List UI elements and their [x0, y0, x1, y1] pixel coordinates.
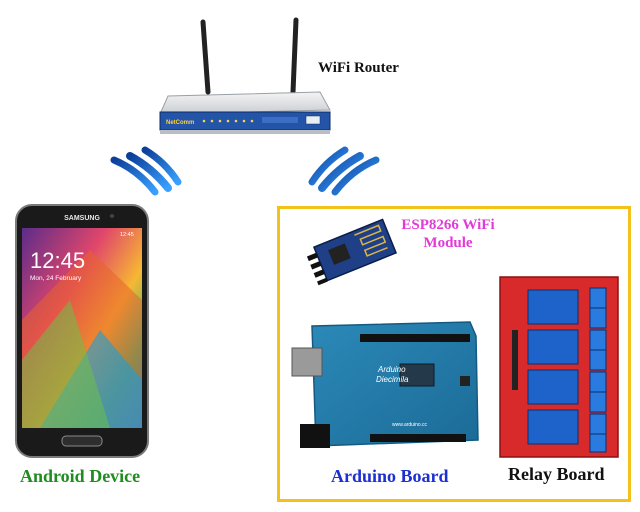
phone-clock: 12:45 — [30, 248, 85, 273]
arduino-usb-port — [291, 347, 323, 377]
router-base — [160, 130, 330, 134]
arduino-digital-header — [360, 334, 470, 342]
relay-input-pins — [512, 330, 518, 390]
phone-home-button — [61, 435, 103, 447]
router-leds — [202, 119, 254, 123]
wave-left-2 — [110, 156, 159, 196]
wifi-waves-right — [308, 146, 380, 196]
router-brand: NetComm — [166, 120, 194, 126]
arduino-label: Arduino Board — [331, 466, 449, 486]
arduino-chip — [399, 363, 435, 387]
relay-unit-4 — [527, 409, 579, 445]
esp-label: ESP8266 WiFi Module — [390, 216, 506, 252]
relay-unit-3 — [527, 369, 579, 405]
arduino-power-jack — [300, 424, 330, 448]
relay-units — [527, 289, 579, 445]
esp8266-module — [306, 218, 398, 286]
wave-right-3 — [331, 156, 380, 196]
arduino-board-text1: Arduino — [377, 365, 406, 374]
router-antenna-right — [290, 17, 299, 95]
esp-antenna-trace — [354, 224, 388, 257]
wave-right-1 — [308, 146, 349, 186]
relay-board — [499, 276, 619, 458]
relay-label: Relay Board — [508, 464, 605, 484]
wifi-router: NetComm — [159, 17, 331, 134]
wave-left-3 — [141, 146, 182, 186]
esp-label-line2: Module — [423, 235, 473, 251]
router-label: WiFi Router — [318, 60, 399, 76]
arduino-board-text2: Diecimila — [376, 375, 409, 384]
relay-unit-2 — [527, 329, 579, 365]
wifi-waves-left — [110, 146, 182, 196]
router-port — [305, 115, 321, 125]
router-antenna-left — [200, 19, 211, 95]
esp-header-pins — [306, 252, 328, 286]
phone-date: Mon, 24 February — [30, 275, 82, 282]
arduino-analog-header — [370, 434, 466, 442]
arduino-reset-button — [460, 376, 470, 386]
phone-camera-icon — [110, 214, 114, 218]
android-phone: SAMSUNG 12:45 Mon, 24 February 12:45 — [15, 204, 149, 458]
phone-status-time: 12:45 — [120, 232, 134, 238]
relay-terminals — [589, 287, 607, 453]
system-group-box — [277, 206, 631, 502]
esp-pcb — [312, 218, 398, 282]
arduino-board-url: www.arduino.cc — [392, 422, 428, 428]
router-model-strip — [262, 117, 298, 123]
phone-brand: SAMSUNG — [64, 215, 100, 222]
esp-label-line1: ESP8266 WiFi — [401, 217, 495, 233]
android-label: Android Device — [20, 466, 141, 486]
router-top — [159, 91, 331, 115]
arduino-board: Arduino Diecimila www.arduino.cc — [291, 321, 479, 448]
esp-chip — [328, 243, 351, 265]
wave-right-2 — [318, 152, 364, 192]
relay-unit-1 — [527, 289, 579, 325]
wave-left-1 — [126, 152, 172, 192]
